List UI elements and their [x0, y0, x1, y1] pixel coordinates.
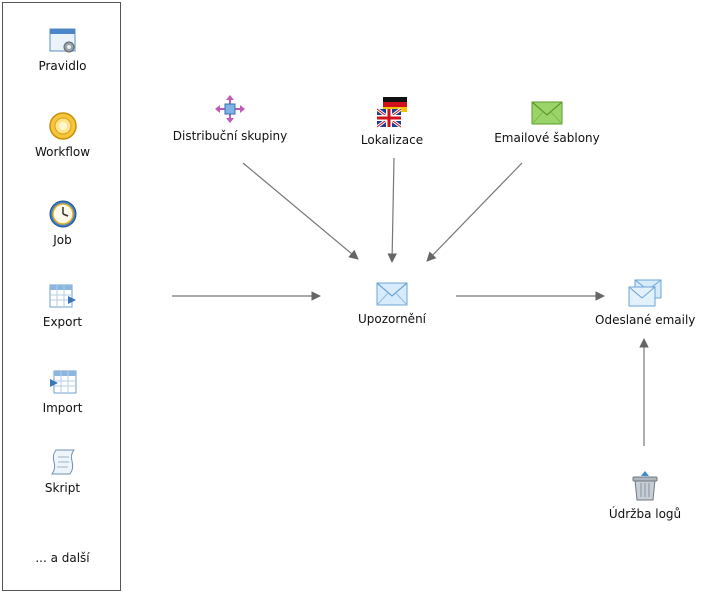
sidebar-item-label: Export — [42, 315, 83, 329]
sidebar-more-label: ... a další — [35, 551, 90, 565]
envelopes-stack-icon — [628, 279, 662, 307]
sidebar-item-label: Job — [53, 233, 72, 247]
sidebar-item-skript[interactable]: Skript — [3, 447, 122, 495]
node-label: Lokalizace — [360, 133, 424, 147]
workflow-gear-icon — [48, 112, 77, 140]
sidebar-item-pravidlo[interactable]: Pravidlo — [3, 27, 122, 73]
rule-window-gear-icon — [49, 28, 75, 53]
node-email-templates[interactable]: Emailové šablony — [490, 100, 604, 145]
green-envelope-icon — [531, 101, 563, 125]
arrow-distribution-to-notification — [242, 162, 359, 260]
flags-icon — [376, 97, 407, 128]
arrow-templates-to-notification — [426, 162, 523, 262]
node-label: Emailové šablony — [494, 131, 600, 145]
node-label: Distribuční skupiny — [172, 129, 288, 143]
recycle-bin-icon — [632, 471, 658, 501]
clock-icon — [49, 200, 76, 228]
sidebar-panel: Pravidlo Workflow Job Export — [2, 2, 121, 591]
table-import-icon — [49, 370, 76, 394]
sidebar-item-workflow[interactable]: Workflow — [3, 111, 122, 159]
node-label: Údržba logů — [608, 507, 682, 521]
envelope-icon — [376, 282, 408, 306]
node-log-maintenance[interactable]: Údržba logů — [605, 470, 685, 521]
script-scroll-icon — [50, 449, 75, 475]
sidebar-item-export[interactable]: Export — [3, 283, 122, 329]
sidebar-more-link[interactable]: ... a další — [3, 551, 122, 565]
sidebar-item-label: Pravidlo — [38, 59, 87, 73]
node-distribution-groups[interactable]: Distribuční skupiny — [168, 94, 292, 143]
distribution-arrows-icon — [215, 95, 245, 123]
node-label: Upozornění — [357, 312, 427, 326]
sidebar-item-label: Skript — [44, 481, 81, 495]
node-sent-emails[interactable]: Odeslané emaily — [595, 278, 695, 327]
sidebar-item-import[interactable]: Import — [3, 369, 122, 415]
sidebar-item-label: Import — [42, 401, 83, 415]
node-localization[interactable]: Lokalizace — [350, 96, 434, 147]
table-export-icon — [49, 284, 76, 308]
node-label: Odeslané emaily — [595, 313, 696, 327]
sidebar-item-job[interactable]: Job — [3, 199, 122, 247]
arrow-localization-to-notification — [387, 157, 397, 263]
node-notification[interactable]: Upozornění — [352, 281, 432, 326]
sidebar-item-label: Workflow — [34, 145, 91, 159]
